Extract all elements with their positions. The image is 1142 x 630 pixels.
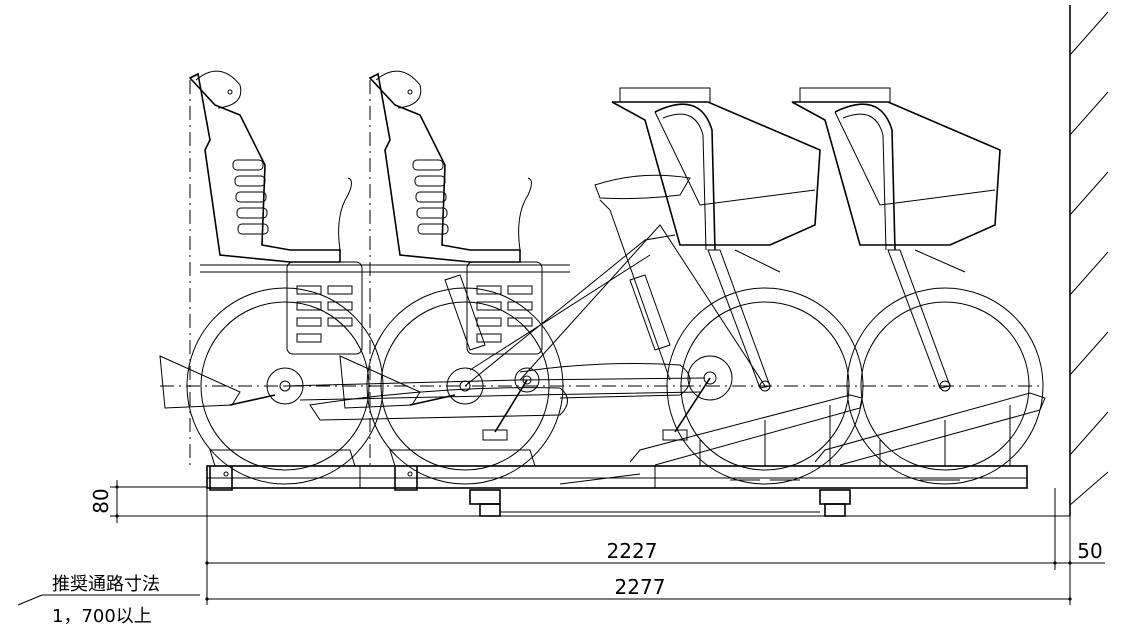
front-basket-1 — [611, 87, 821, 389]
bicycle-frames — [159, 174, 766, 467]
rack-length-dimension — [205, 488, 1057, 605]
aisle-note-value: 1，700以上 — [52, 606, 152, 627]
height-dimension — [110, 480, 207, 523]
wheel-slides — [629, 392, 1046, 466]
height-dimension-label: 80 — [89, 488, 113, 513]
rack-length-label: 2227 — [607, 539, 658, 563]
aisle-note-label: 推奨通路寸法 — [52, 574, 160, 595]
wall-clearance-dimension — [1055, 516, 1105, 605]
wall-clearance-label: 50 — [1077, 539, 1102, 563]
wall — [1069, 5, 1109, 516]
aisle-note-leader — [17, 594, 200, 606]
front-basket-2 — [791, 87, 1001, 389]
total-length-label: 2277 — [615, 575, 666, 599]
child-seat-rear-1 — [188, 70, 570, 355]
total-length-dimension — [205, 597, 1072, 601]
rack-base — [206, 465, 1028, 517]
